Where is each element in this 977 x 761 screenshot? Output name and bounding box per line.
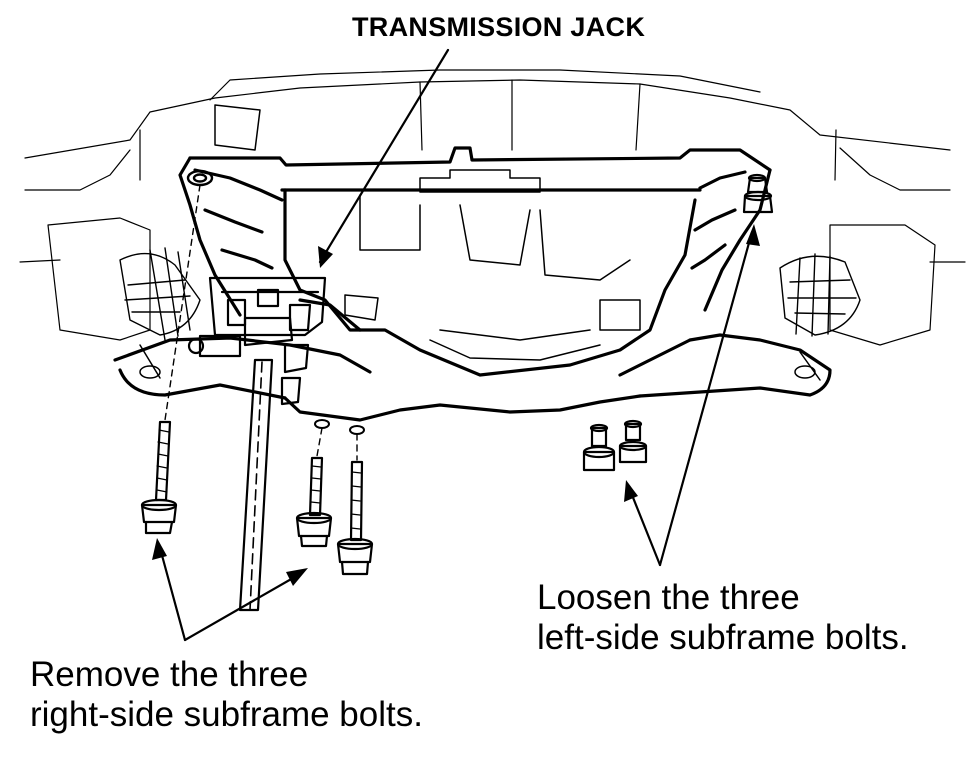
leader-arrows	[158, 48, 754, 642]
removed-bolt-1	[140, 420, 178, 535]
vehicle-body-outline	[19, 69, 966, 346]
removed-bolt-2	[295, 456, 333, 548]
transmission-jack	[187, 276, 327, 612]
left-side-caption-line-2: left-side subframe bolts.	[537, 618, 909, 657]
right-side-upper-mount	[186, 169, 214, 187]
right-side-caption-line-1: Remove the three	[30, 655, 309, 694]
right-side-hub	[119, 247, 201, 341]
right-side-caption: Remove the three right-side subframe bol…	[30, 655, 423, 735]
subframe	[113, 146, 832, 422]
left-side-upper-bolt	[742, 173, 774, 214]
left-side-caption-line-1: Loosen the three	[537, 578, 800, 617]
subframe-details	[139, 104, 821, 381]
removed-bolt-3	[336, 460, 374, 576]
left-side-caption: Loosen the three left-side subframe bolt…	[537, 578, 909, 658]
arrowheads	[152, 224, 760, 586]
right-side-lower-holes	[314, 419, 365, 435]
transmission-jack-label: TRANSMISSION JACK	[352, 12, 646, 42]
left-side-hub	[779, 253, 861, 337]
alignment-lines	[164, 184, 358, 461]
right-side-caption-line-2: right-side subframe bolts.	[30, 695, 423, 734]
left-side-lower-bolts	[582, 419, 648, 472]
